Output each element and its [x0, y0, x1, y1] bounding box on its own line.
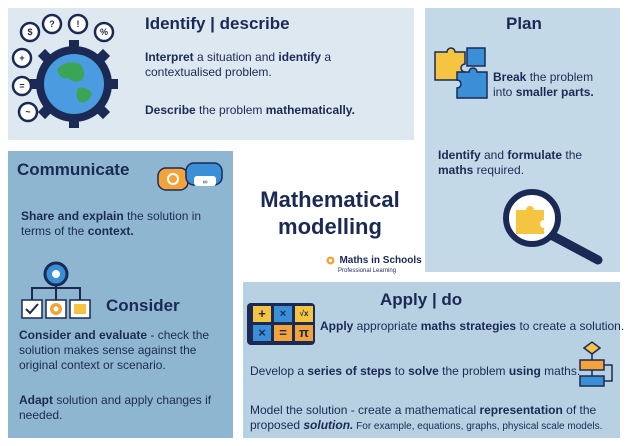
flowchart-icon: [579, 341, 613, 387]
svg-text:?: ?: [49, 19, 55, 29]
maths-in-schools-logo: Maths in Schools Professional Learning: [326, 250, 422, 275]
magnifier-icon: [503, 189, 603, 265]
svg-text:~: ~: [25, 107, 30, 117]
svg-text:%: %: [100, 27, 108, 37]
identify-title: Identify | describe: [145, 14, 290, 33]
speech-bubbles-icon: ∞: [157, 162, 223, 191]
svg-text:=: =: [19, 81, 24, 91]
identify-text-1: Interpret a situation and identify a con…: [145, 50, 332, 79]
consider-text-2: Adapt solution and apply changes if need…: [19, 393, 212, 422]
apply-text-1: Apply appropriate maths strategies to cr…: [320, 319, 625, 333]
puzzle-icon: [434, 47, 488, 99]
calc-mult-key: ×: [274, 306, 292, 322]
communicate-title: Communicate: [17, 160, 130, 179]
communicate-panel: [8, 151, 233, 438]
consider-title: Consider: [106, 296, 180, 315]
apply-text-3: Model the solution - create a mathematic…: [250, 403, 603, 432]
calc-plus-key: +: [253, 306, 271, 322]
calc-pi-key: π: [295, 325, 313, 341]
apply-title: Apply | do: [380, 290, 463, 309]
globe-gear-icon: $?! % + = ~: [11, 13, 118, 128]
calc-sqrt-key: √x: [295, 306, 313, 322]
identify-text-2: Describe the problem mathematically.: [145, 103, 355, 117]
calc-equals-key: =: [274, 325, 292, 341]
plan-text-2: Identify and formulate the maths require…: [438, 148, 583, 177]
plan-title: Plan: [506, 14, 542, 33]
svg-text:$: $: [27, 27, 32, 37]
consider-text-1: Consider and evaluate - check the soluti…: [19, 328, 210, 372]
communicate-text: Share and explain the solution in terms …: [21, 209, 202, 238]
calc-times-key: ×: [253, 325, 271, 341]
apply-text-2: Develop a series of steps to solve the p…: [250, 364, 581, 378]
consider-gear-icon: [21, 261, 91, 319]
svg-text:+: +: [19, 53, 24, 63]
logo-flower-icon: [326, 256, 335, 265]
center-title: Mathematical modelling: [260, 187, 400, 239]
svg-text:!: !: [77, 19, 80, 29]
plan-text-1: Break the problem into smaller parts.: [493, 70, 594, 99]
calculator-icon: + × √x × = π: [247, 303, 315, 345]
svg-text:∞: ∞: [203, 179, 208, 186]
